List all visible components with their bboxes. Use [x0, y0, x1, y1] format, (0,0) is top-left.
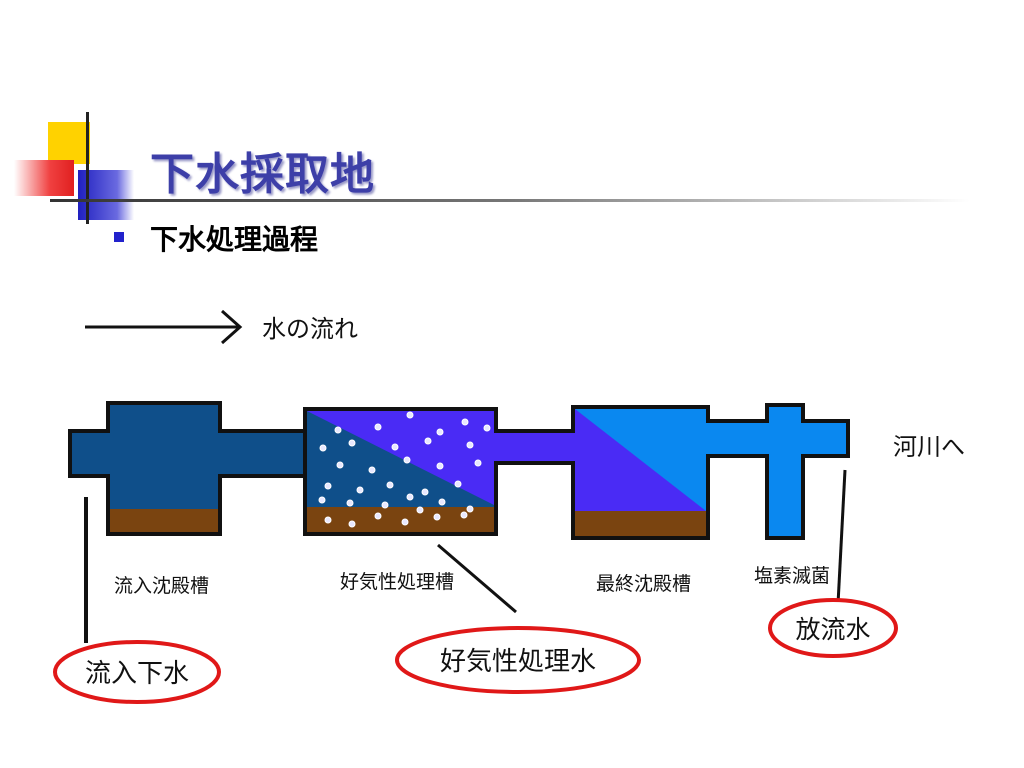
- bullet-marker: [114, 232, 124, 242]
- callout-ring: [768, 598, 898, 658]
- aerobic-water-upper: [307, 411, 494, 505]
- callout-label: 流入下水: [85, 659, 189, 689]
- callout-label: 好気性処理水: [440, 647, 596, 677]
- sludge-layer: [110, 509, 218, 532]
- final-water-lower: [575, 409, 706, 511]
- aerobic-treatment-tank: [303, 407, 498, 536]
- river-label: 河川へ: [893, 433, 965, 461]
- tank-label: 最終沈殿槽: [596, 573, 691, 595]
- title-decoration: [0, 0, 150, 230]
- chlorination-unit: [704, 403, 850, 540]
- flow-label: 水の流れ: [262, 315, 358, 343]
- sludge-layer: [575, 511, 706, 536]
- tank-label: 好気性処理槽: [340, 571, 454, 593]
- callout-label: 放流水: [795, 615, 870, 644]
- tank-label: 流入沈殿槽: [114, 575, 209, 597]
- final-settling-tank: [571, 405, 710, 540]
- flow-arrow: [85, 309, 243, 345]
- callout-ring: [395, 626, 641, 694]
- vertical-line: [86, 112, 89, 224]
- red-square: [14, 160, 74, 196]
- leader-line: [437, 543, 517, 614]
- connecting-pipe: [494, 429, 575, 465]
- page-title: 下水採取地: [150, 149, 375, 200]
- tank-label: 塩素滅菌: [754, 565, 830, 587]
- title-divider: [50, 199, 970, 202]
- sludge-layer: [307, 507, 494, 532]
- leader-line: [836, 469, 847, 605]
- air-bubbles: [318, 411, 491, 528]
- callout-ring: [53, 640, 221, 704]
- inflow-settling-tank: [68, 401, 307, 536]
- bullet-text: 下水処理過程: [150, 223, 319, 256]
- yellow-square: [48, 122, 90, 164]
